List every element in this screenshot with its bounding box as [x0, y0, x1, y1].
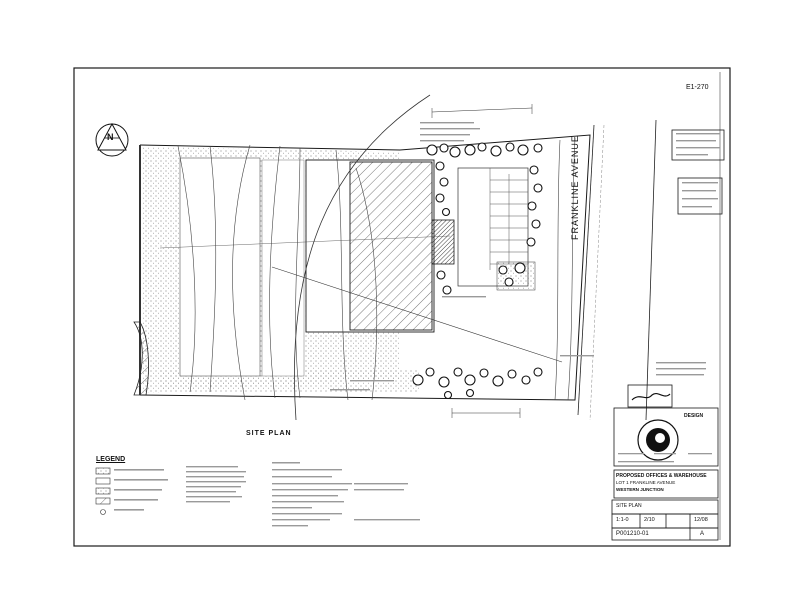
survey-line — [271, 266, 563, 363]
carpark-bays — [489, 168, 528, 270]
approval-signature — [631, 392, 671, 401]
project-line-3: WESTERN JUNCTION — [616, 487, 664, 492]
design-logo — [637, 419, 679, 461]
sheet-value: 2/10 — [644, 517, 655, 523]
contour-lines — [177, 137, 576, 401]
tree-row-top — [426, 142, 543, 158]
drawing-title: SITE PLAN — [616, 503, 642, 509]
warehouse-footprint — [349, 161, 433, 331]
tree-row-bottom — [412, 367, 543, 400]
road-kerb-2 — [645, 119, 657, 421]
sheet-border — [73, 67, 731, 547]
top-right-mark: E1-270 — [686, 84, 709, 91]
legend-title: LEGEND — [96, 456, 126, 463]
road-centerline — [589, 124, 605, 421]
setback-arc — [293, 94, 431, 421]
north-arrow — [95, 122, 129, 157]
landscaping-strip-left — [142, 147, 160, 393]
revision-value: A — [700, 531, 705, 537]
site-plan-title: SITE PLAN — [246, 430, 292, 437]
office-core — [431, 219, 455, 265]
boundary-tree-trunk — [133, 321, 149, 396]
scale-value: 1:1-0 — [616, 517, 629, 523]
tree-row-right-column — [498, 165, 543, 287]
date-value: 12/08 — [694, 517, 708, 523]
street-name-label: FRANKLINE AVENUE — [570, 135, 580, 240]
design-label: DESIGN — [684, 413, 704, 419]
property-boundary — [139, 134, 591, 401]
project-line-2: LOT 1 FRANKLINE AVENUE — [616, 480, 676, 485]
drawing-number: P001210-01 — [616, 531, 649, 537]
open-yard-area-2 — [261, 159, 305, 377]
road-kerb-1 — [577, 124, 595, 416]
survey-line-2 — [159, 235, 451, 249]
title-block-frame — [611, 129, 725, 541]
legend-symbols — [95, 467, 111, 515]
tree-row-left-column — [435, 161, 452, 295]
open-yard-area — [179, 157, 261, 377]
north-letter: N — [107, 132, 114, 142]
project-line-1: PROPOSED OFFICES & WAREHOUSE — [616, 473, 707, 479]
dimension-lines — [431, 104, 533, 418]
